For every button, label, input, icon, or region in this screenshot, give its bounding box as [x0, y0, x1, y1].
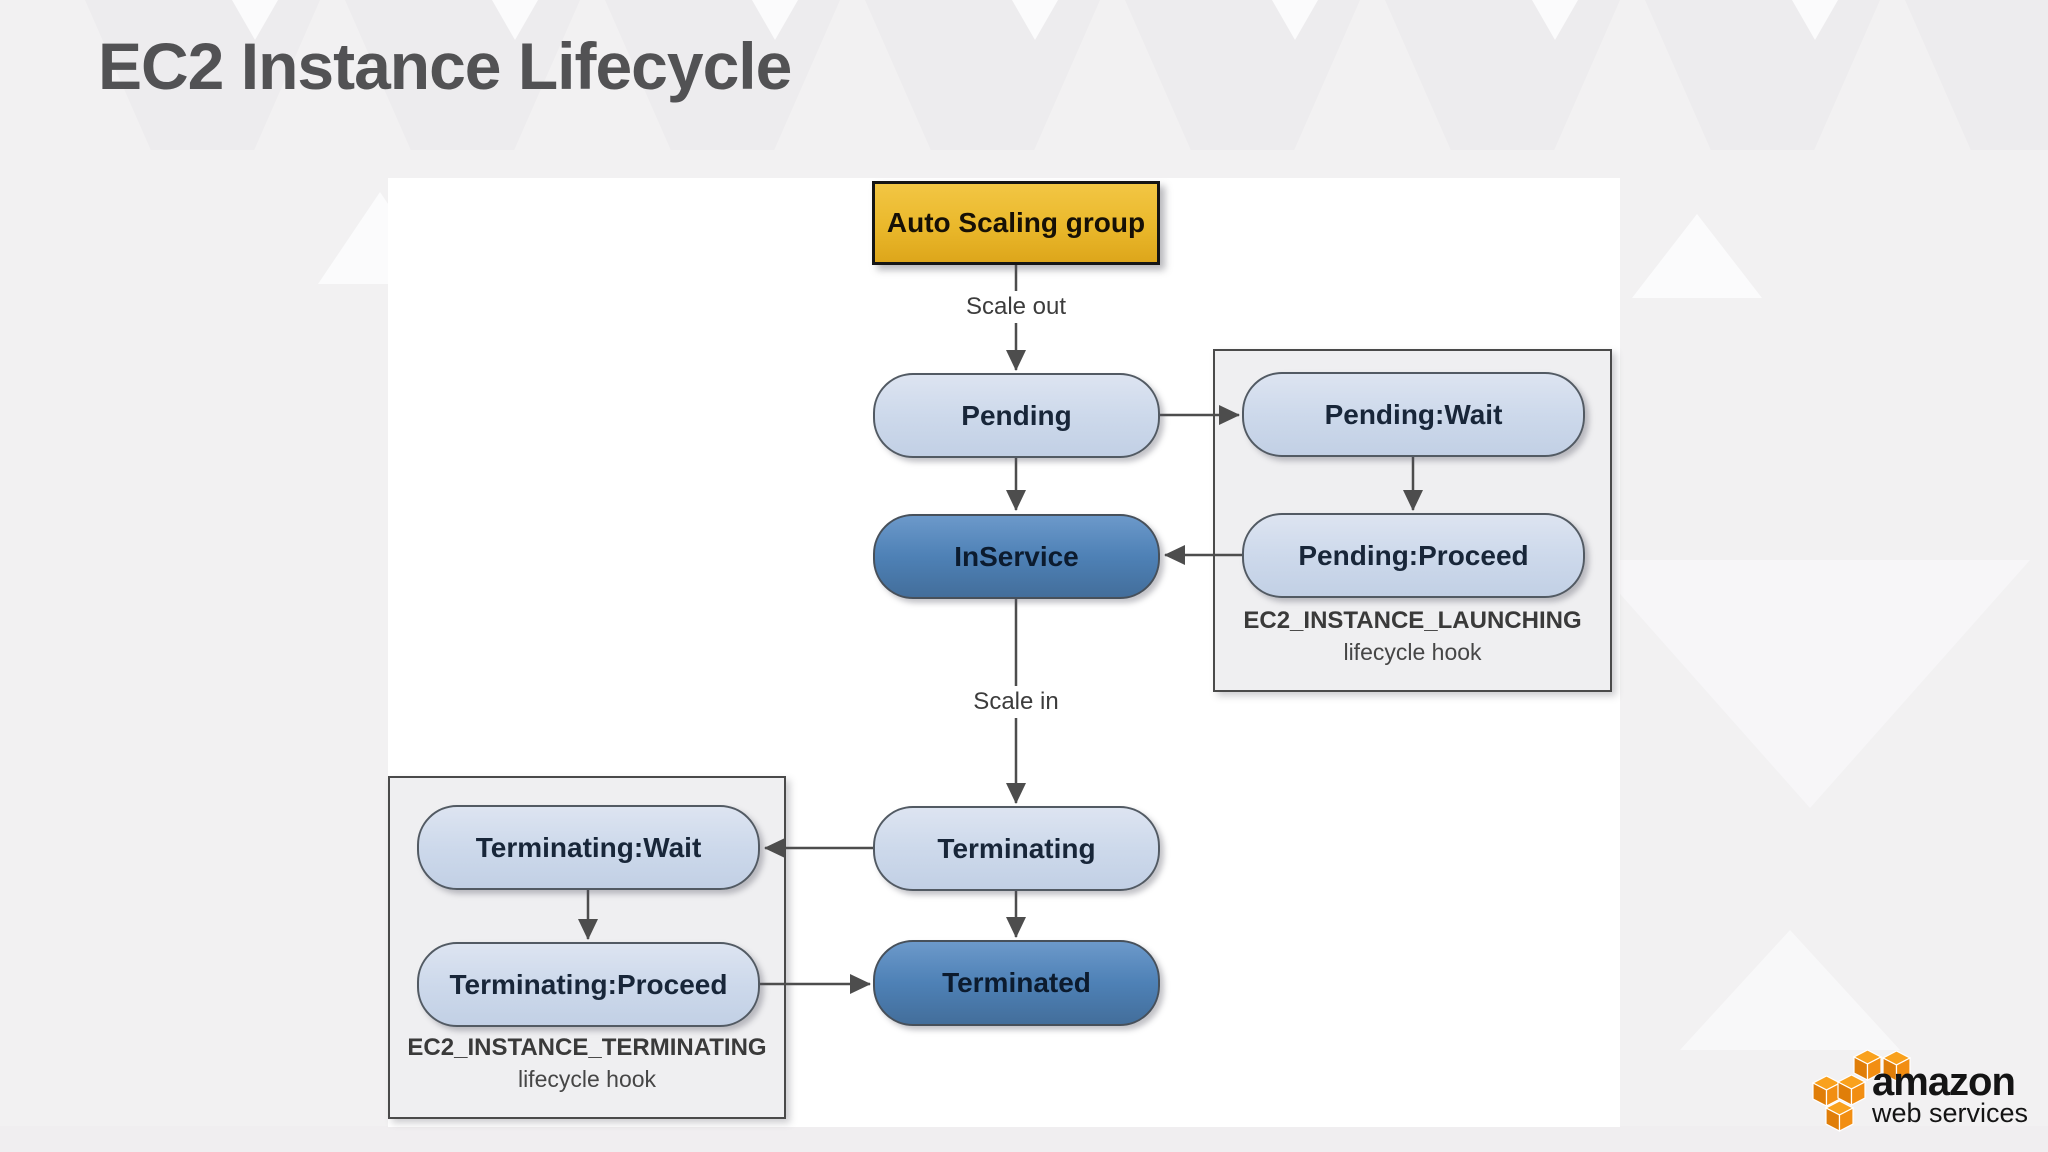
node-auto-scaling-group: Auto Scaling group	[872, 181, 1160, 265]
aws-logo: amazon web services	[1808, 1038, 2033, 1138]
slide-title: EC2 Instance Lifecycle	[98, 29, 792, 103]
node-pending-wait: Pending:Wait	[1242, 372, 1585, 457]
logo-amazon-text: amazon	[1872, 1060, 2016, 1104]
terminating-hook-subtitle: lifecycle hook	[517, 1066, 657, 1092]
node-terminating-wait: Terminating:Wait	[417, 805, 760, 890]
connector-arrows	[578, 265, 1423, 994]
node-pending-proceed: Pending:Proceed	[1242, 513, 1585, 598]
edge-label-scale-out: Scale out	[957, 291, 1075, 323]
node-pending: Pending	[873, 373, 1160, 458]
aws-logo-text: amazon web services	[1872, 1060, 2029, 1128]
edge-label-scale-in: Scale in	[965, 686, 1067, 718]
terminating-hook-title: EC2_INSTANCE_TERMINATING	[407, 1034, 767, 1061]
node-inservice: InService	[873, 514, 1160, 599]
diagram-canvas: EC2_INSTANCE_LAUNCHING lifecycle hook EC…	[388, 178, 1620, 1127]
node-terminated: Terminated	[873, 940, 1160, 1026]
logo-webservices-text: web services	[1872, 1098, 2029, 1128]
node-terminating-proceed: Terminating:Proceed	[417, 942, 760, 1027]
node-terminating: Terminating	[873, 806, 1160, 891]
launching-hook-title: EC2_INSTANCE_LAUNCHING	[1243, 607, 1582, 634]
launching-hook-subtitle: lifecycle hook	[1343, 639, 1482, 665]
